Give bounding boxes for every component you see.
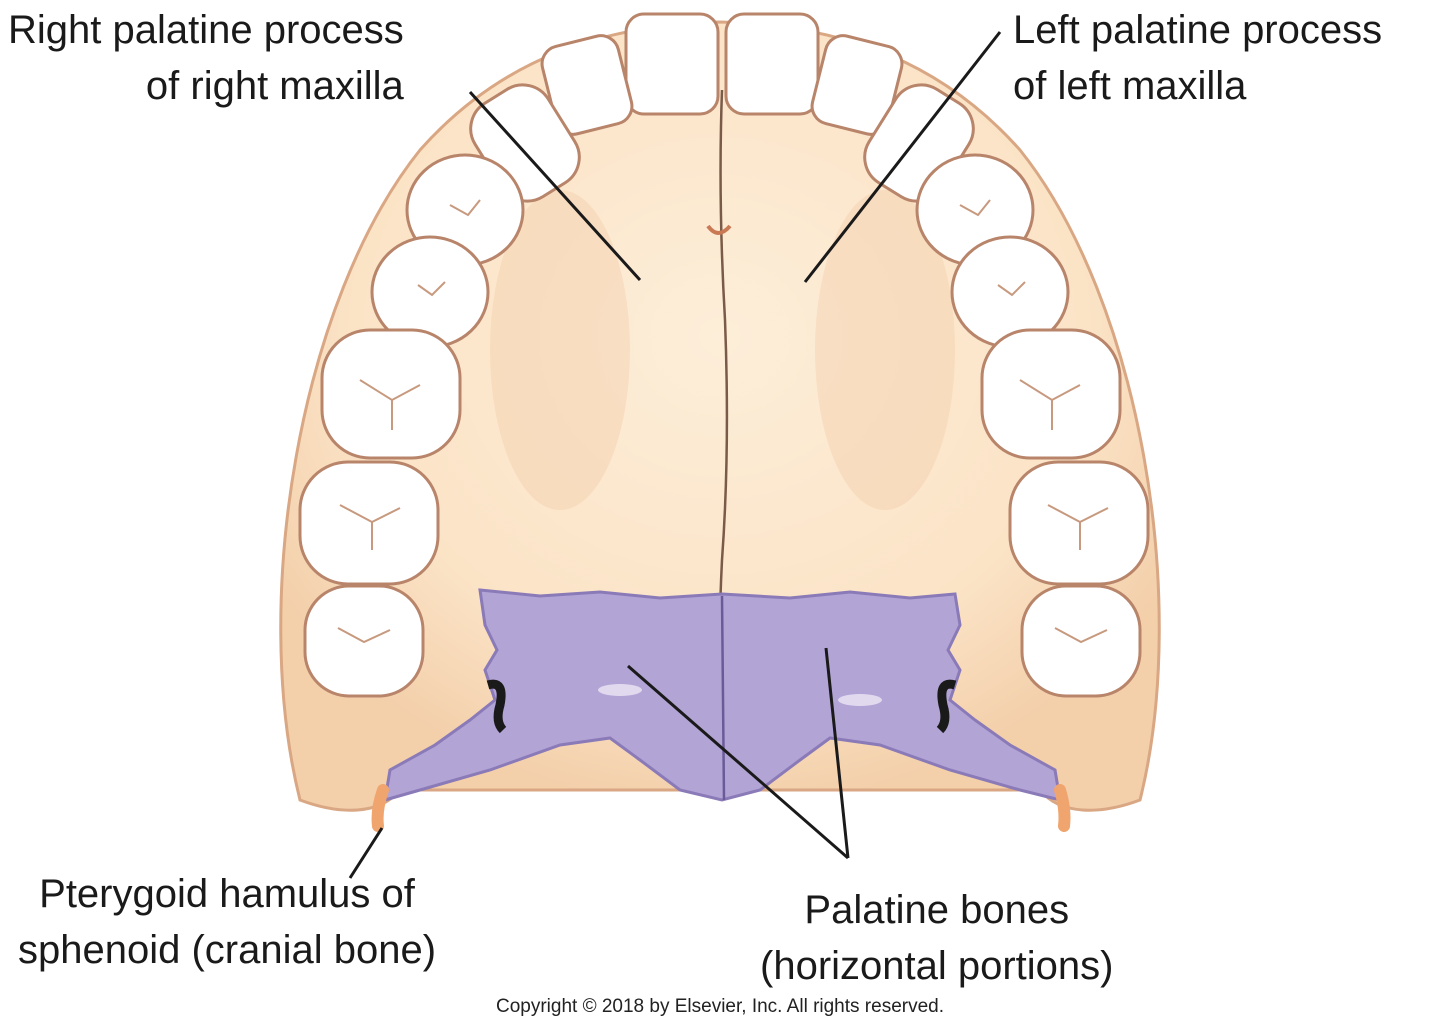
tooth-incisor-l2 [540,34,634,136]
label-right-palatine-process-line1: Right palatine process [8,8,404,52]
label-palatine-bones-line2: (horizontal portions) [760,944,1114,988]
pterygoid-hamulus-left [371,784,389,832]
leader-right-maxilla [468,90,642,282]
palatine-midline [720,595,726,801]
tooth-grooves [337,199,1109,644]
pterygoid-hamulus-right [1054,784,1071,832]
tooth-incisor-l1 [624,12,720,116]
tooth-incisor-r1 [724,12,820,116]
palatine-highlight-right [838,694,882,706]
leader-left-maxilla [803,31,1002,283]
palate-shade-left [490,190,630,510]
label-palatine-bones-line1: Palatine bones [804,888,1070,932]
label-right-palatine-process-line2: of right maxilla [145,64,404,108]
label-pterygoid-hamulus-line1: Pterygoid hamulus of [39,872,415,916]
label-palatine-bones: Palatine bones (horizontal portions) [760,882,1114,994]
tooth-incisor-r2 [810,34,904,136]
greater-palatine-foramen-right [936,679,957,734]
leader-hamulus [348,827,384,879]
incisive-foramen [706,224,732,235]
label-left-palatine-process: Left palatine process of left maxilla [1013,2,1382,114]
tooth-molar-l2 [298,460,440,586]
label-pterygoid-hamulus: Pterygoid hamulus of sphenoid (cranial b… [18,866,436,978]
tooth-molar-r1 [980,328,1122,460]
greater-palatine-foramen-left [486,679,507,734]
copyright-notice: Copyright © 2018 by Elsevier, Inc. All r… [495,996,945,1017]
leader-palatine-right [824,647,850,859]
label-right-palatine-process: Right palatine process of right maxilla [8,2,404,114]
label-left-palatine-process-line2: of left maxilla [1013,64,1247,108]
label-pterygoid-hamulus-line2: sphenoid (cranial bone) [18,928,437,972]
leader-lines [348,31,1002,879]
leader-palatine-left [627,664,849,860]
label-left-palatine-process-line1: Left palatine process [1013,8,1383,52]
tooth-molar-l1 [320,328,462,460]
palate-shade-right [815,190,955,510]
teeth [298,12,1150,698]
palatine-highlight-left [598,684,642,696]
